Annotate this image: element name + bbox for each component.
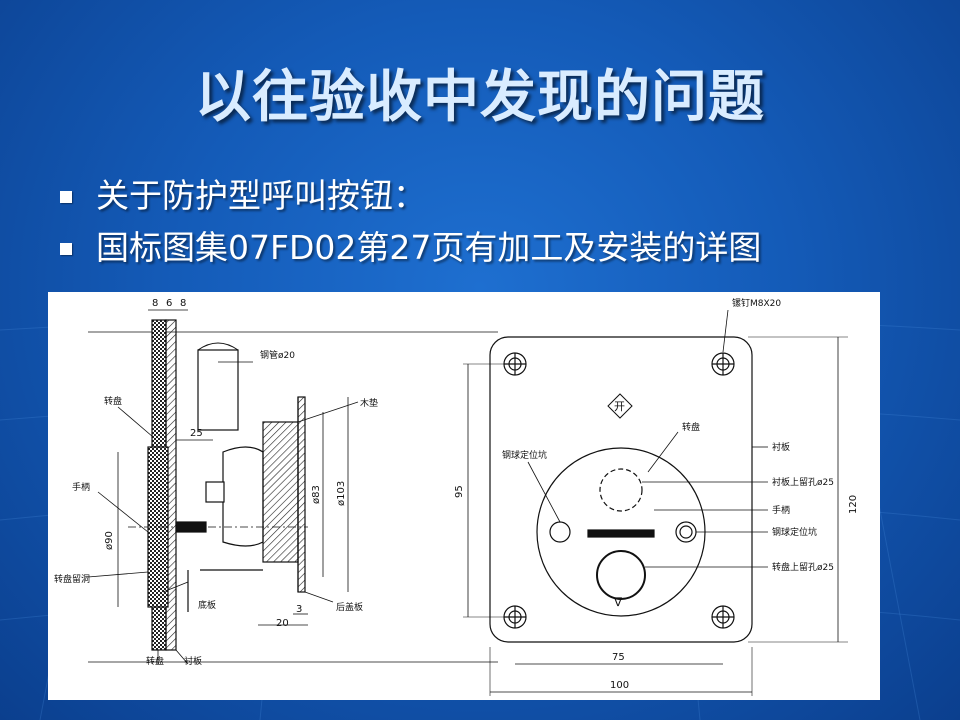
label-handle-front: 手柄 bbox=[772, 504, 790, 516]
label-liner-hole: 衬板上留孔ø25 bbox=[772, 476, 834, 488]
technical-drawing: 8 6 8 钢管ø20 木垫 转盘 25 手柄 ø90 ø83 ø103 转盘留… bbox=[48, 292, 880, 700]
dim-3: 3 bbox=[296, 604, 302, 615]
bullet-marker-icon bbox=[60, 191, 72, 203]
label-turntable-hole-front: 转盘上留孔ø25 bbox=[772, 561, 834, 573]
dim-120: 120 bbox=[848, 495, 859, 514]
side-view bbox=[87, 309, 498, 665]
label-turntable-front: 转盘 bbox=[682, 421, 700, 433]
dim-6: 6 bbox=[166, 298, 172, 309]
label-turntable-hole: 转盘留洞 bbox=[54, 573, 90, 585]
screw-icon bbox=[711, 352, 735, 376]
label-liner: 衬板 bbox=[772, 441, 790, 453]
dim-20: 20 bbox=[276, 618, 289, 629]
dim-8-right: 8 bbox=[180, 298, 186, 309]
bullet-list: 关于防护型呼叫按钮： 国标图集07FD02第27页有加工及安装的详图 bbox=[58, 170, 761, 274]
label-turntable-bottom: 转盘 bbox=[146, 655, 164, 667]
bullet-text: 国标图集07FD02第27页有加工及安装的详图 bbox=[96, 228, 762, 267]
dim-8-left: 8 bbox=[152, 298, 158, 309]
slide-title: 以往验收中发现的问题 bbox=[195, 65, 765, 130]
label-steel-pipe: 钢管ø20 bbox=[260, 349, 295, 361]
dim-phi103: ø103 bbox=[336, 481, 347, 506]
dim-100: 100 bbox=[610, 680, 629, 691]
label-ball-pit-left: 钢球定位坑 bbox=[502, 449, 547, 461]
arrow-down-icon: ∇ bbox=[613, 595, 623, 609]
dim-95: 95 bbox=[454, 485, 465, 498]
bullet-text: 关于防护型呼叫按钮： bbox=[96, 176, 426, 215]
bullet-marker-icon bbox=[60, 243, 72, 255]
drawing-canvas: 8 6 8 钢管ø20 木垫 转盘 25 手柄 ø90 ø83 ø103 转盘留… bbox=[54, 298, 859, 696]
label-screw: 镙钉M8X20 bbox=[732, 298, 781, 309]
label-ball-pit-right: 钢球定位坑 bbox=[772, 526, 817, 538]
screw-icon bbox=[711, 605, 735, 629]
dim-25: 25 bbox=[190, 428, 203, 439]
dim-phi83: ø83 bbox=[311, 485, 322, 504]
label-turntable: 转盘 bbox=[104, 395, 122, 407]
label-bottom-plate: 底板 bbox=[198, 599, 216, 611]
dim-75: 75 bbox=[612, 652, 625, 663]
front-view bbox=[463, 309, 848, 696]
dim-phi90: ø90 bbox=[104, 531, 115, 550]
label-wood-pad: 木垫 bbox=[360, 397, 378, 409]
label-back-cover: 后盖板 bbox=[336, 601, 363, 613]
bullet-item: 国标图集07FD02第27页有加工及安装的详图 bbox=[58, 222, 761, 274]
open-symbol-icon: 开 bbox=[614, 400, 625, 413]
bullet-item: 关于防护型呼叫按钮： bbox=[58, 170, 761, 222]
label-liner-bottom: 衬板 bbox=[184, 655, 202, 667]
label-handle: 手柄 bbox=[72, 481, 90, 493]
